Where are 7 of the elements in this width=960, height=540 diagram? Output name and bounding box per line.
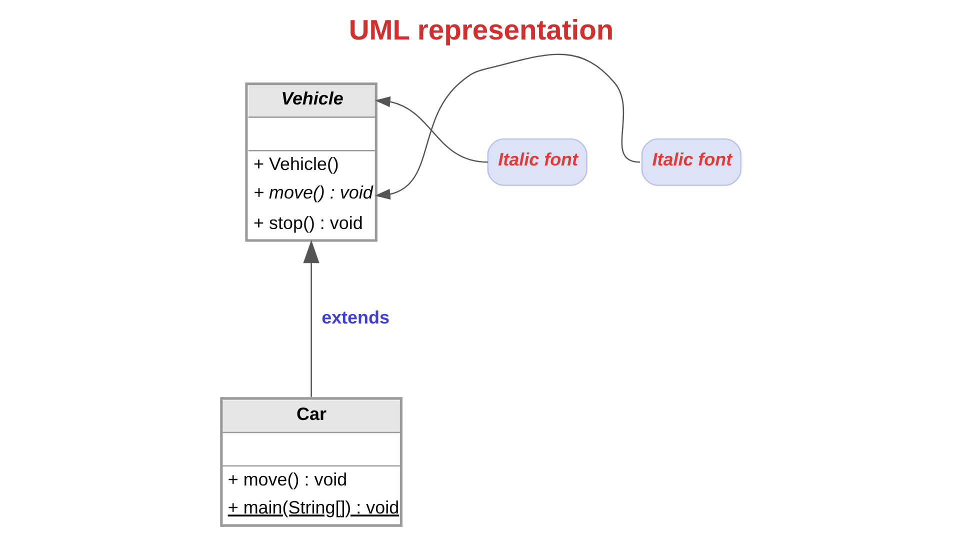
diagram-title: UML representation [348,14,614,46]
arrow [302,240,319,397]
arrow [374,96,488,163]
arrow [374,54,640,200]
edge-label: extends [321,308,390,328]
node-box: Italic font [640,138,741,186]
node-box: Italic font [486,138,587,186]
